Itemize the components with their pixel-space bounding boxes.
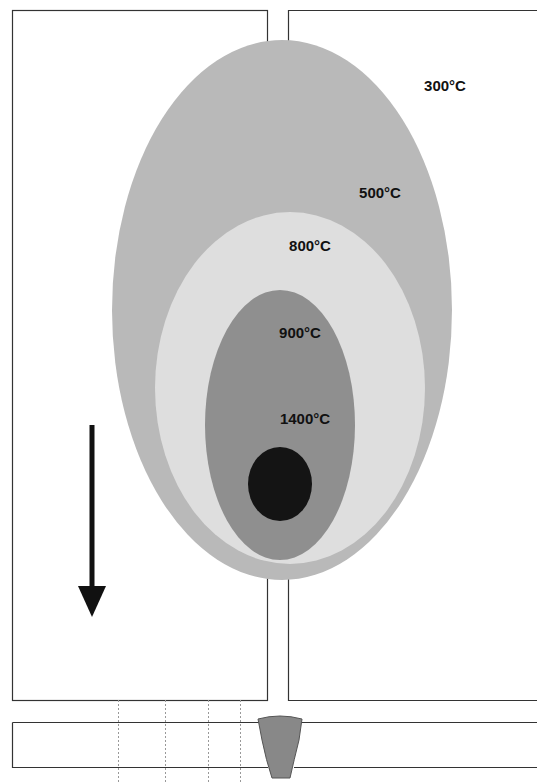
temperature-label: 900°C bbox=[279, 325, 321, 340]
weld-pool: 1400°C bbox=[248, 447, 312, 521]
isotherm-800-outline bbox=[155, 212, 425, 564]
weld-pool-outline bbox=[248, 447, 312, 521]
isotherm-500-outline bbox=[112, 40, 452, 580]
isotherm-900: 900°C 1400°C bbox=[205, 290, 355, 560]
arrow-head bbox=[78, 586, 106, 617]
temperature-label: 500°C bbox=[359, 185, 401, 200]
weld-pool-shape bbox=[248, 447, 312, 521]
temperature-label: 800°C bbox=[289, 238, 331, 253]
temperature-label: 1400°C bbox=[280, 411, 330, 426]
arrow-shaft bbox=[90, 425, 95, 590]
isotherm-500: 500°C 800°C 900°C 1400°C bbox=[112, 40, 452, 580]
cross-section bbox=[13, 700, 537, 783]
weld-bead bbox=[258, 716, 302, 778]
temperature-label: 300°C bbox=[424, 78, 466, 93]
isotherm-900-outline bbox=[205, 290, 355, 560]
section-lines bbox=[119, 700, 241, 783]
plates bbox=[13, 11, 537, 701]
isotherm-800: 800°C 900°C 1400°C bbox=[155, 212, 425, 564]
travel-arrow bbox=[78, 425, 106, 617]
